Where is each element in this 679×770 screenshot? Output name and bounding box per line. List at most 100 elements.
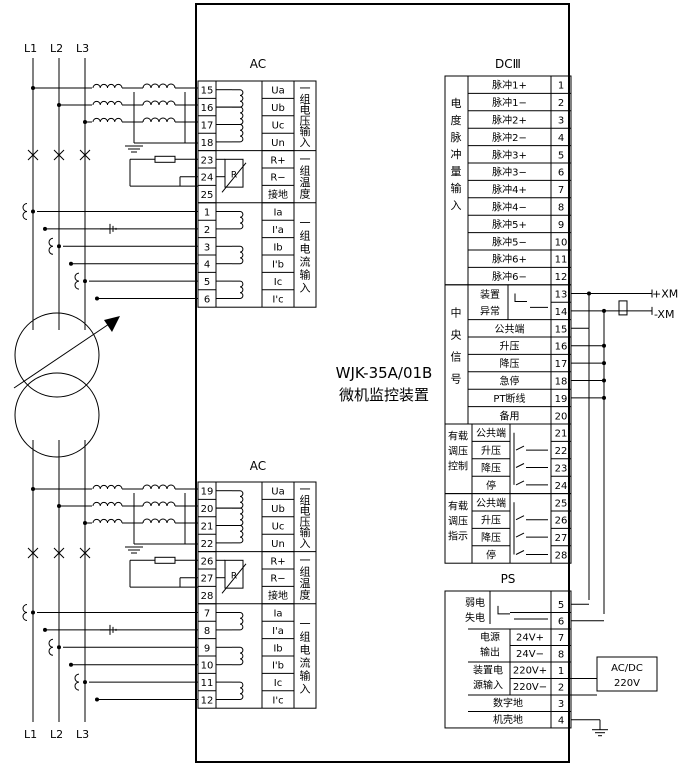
v24p: 24V+ <box>516 633 544 644</box>
terminal-number: 13 <box>555 290 568 301</box>
line-labels-bottom: L1 L2 L3 <box>24 728 89 741</box>
terminal-number: 25 <box>555 498 568 509</box>
terminal-number: 12 <box>201 696 214 707</box>
voltage-transformer-coils-lower <box>31 484 198 554</box>
terminal-number: 7 <box>558 633 564 644</box>
acdc-line1: AC/DC <box>611 663 643 674</box>
pulse-label: 脉冲5+ <box>492 218 527 231</box>
signal-label: Un <box>271 539 285 550</box>
oltc-item-label: 停 <box>486 479 496 492</box>
r-symbol: R <box>231 572 237 582</box>
oltc-item-label: 公共端 <box>476 427 506 440</box>
terminal-number: 1 <box>204 208 210 219</box>
line-labels-top: L1 L2 L3 <box>24 42 89 55</box>
terminal-number: 6 <box>204 295 210 306</box>
terminal-number: 18 <box>201 138 214 149</box>
terminal-number: 12 <box>555 272 568 283</box>
junction-dot <box>69 261 73 266</box>
signal-label: Un <box>271 138 285 149</box>
terminal-number: 26 <box>555 516 568 527</box>
signal-label: I'a <box>272 225 284 236</box>
pulse-label: 脉冲4− <box>492 201 527 214</box>
terminal-number: 2 <box>558 683 564 694</box>
terminal-number: 27 <box>555 533 568 544</box>
terminal-number: 22 <box>201 539 214 550</box>
central-item-label: 降压 <box>500 357 520 370</box>
ac-title: AC <box>250 57 266 71</box>
terminal-number: 25 <box>201 190 214 201</box>
terminal-number: 10 <box>555 237 568 248</box>
signal-label: Ic <box>274 277 282 288</box>
central-item-label: 急停 <box>500 375 520 388</box>
terminal-number: 1 <box>558 666 564 677</box>
terminal-number: 7 <box>204 609 210 620</box>
terminal-number: 20 <box>555 411 568 422</box>
central-item-label: 公共端 <box>495 322 525 335</box>
group-label: 一组电压输入 <box>300 483 311 550</box>
terminal-number: 27 <box>201 574 214 585</box>
signal-label: 接地 <box>268 589 288 602</box>
signal-label: Ub <box>271 504 285 515</box>
junction-dot <box>31 86 35 90</box>
terminal-number: 19 <box>201 487 214 498</box>
terminal-number: 7 <box>558 185 564 196</box>
signal-label: I'c <box>272 696 283 707</box>
ps-title: PS <box>501 572 516 586</box>
group-label: 中央信号 <box>451 307 462 386</box>
junction-dot <box>95 697 99 702</box>
ps-terminal-block: PS56781234弱电失电电源输出24V+24V−装置电源输入220V+220… <box>444 572 658 737</box>
terminal-number: 17 <box>201 121 214 132</box>
signal-label: R− <box>270 173 285 184</box>
v220p: 220V+ <box>513 666 547 677</box>
pulse-label: 脉冲2− <box>492 131 527 144</box>
signal-label: Ic <box>274 678 282 689</box>
junction-dot <box>83 279 87 284</box>
junction-dot <box>95 296 99 301</box>
terminal-number: 14 <box>555 307 568 318</box>
terminal-number: 1 <box>558 81 564 92</box>
xm-minus-label: -XM <box>654 308 674 321</box>
oltc-group-label: 有载调压控制 <box>448 430 468 473</box>
junction-dot <box>69 662 73 667</box>
pulse-label: 脉冲6+ <box>492 253 527 266</box>
oltc-item-label: 升压 <box>481 445 501 457</box>
group-label: 一组电压输入 <box>300 82 311 149</box>
terminal-number: 9 <box>204 643 210 654</box>
svg-text:L3: L3 <box>76 42 89 55</box>
signal-label: 接地 <box>268 188 288 201</box>
central-item-label: 升压 <box>500 341 520 353</box>
v24m: 24V− <box>516 649 544 660</box>
pulse-label: 脉冲2+ <box>492 114 527 127</box>
signal-label: Ua <box>271 487 284 498</box>
fault-label-2: 异常 <box>480 304 500 317</box>
signal-label: Ib <box>273 242 282 253</box>
device-power-label: 装置电源输入 <box>473 664 503 692</box>
acdc-line2: 220V <box>614 678 640 689</box>
junction-dot <box>57 645 61 650</box>
terminal-number: 5 <box>204 277 210 288</box>
signal-label: Uc <box>272 522 285 533</box>
signal-label: Uc <box>272 121 285 132</box>
ac-title: AC <box>250 459 266 473</box>
terminal-number: 10 <box>201 661 214 672</box>
phase-lines <box>32 58 86 722</box>
signal-label: Ia <box>273 208 282 219</box>
svg-text:L2: L2 <box>50 728 63 741</box>
terminal-number: 8 <box>204 626 210 637</box>
terminal-number: 16 <box>555 342 568 353</box>
terminal-number: 15 <box>201 86 214 97</box>
terminal-number: 11 <box>555 255 568 266</box>
signal-label: Ib <box>273 643 282 654</box>
terminal-number: 3 <box>558 116 564 127</box>
terminal-number: 4 <box>204 260 210 271</box>
group-label: 一组电流输入 <box>300 617 311 695</box>
fault-label: 装置 <box>480 288 500 301</box>
breaker-marks <box>27 149 91 559</box>
terminal-number: 2 <box>558 98 564 109</box>
terminal-number: 22 <box>555 446 568 457</box>
terminal-number: 4 <box>558 133 564 144</box>
junction-dot <box>31 209 35 214</box>
transformer-symbol <box>13 312 120 458</box>
